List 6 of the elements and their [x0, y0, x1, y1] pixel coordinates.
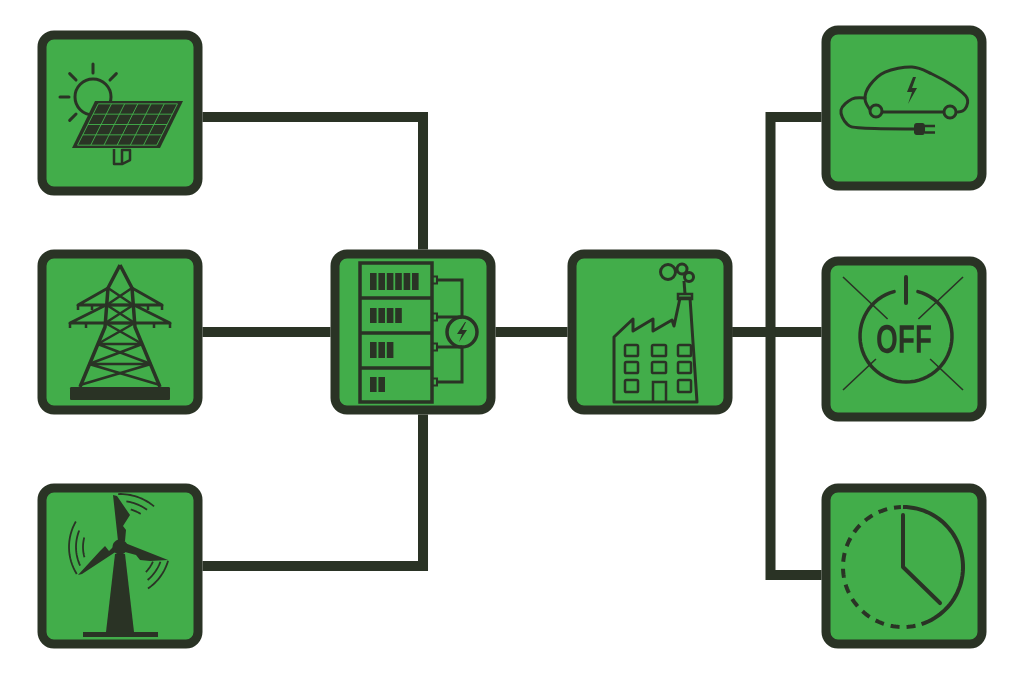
- connector-line: [202, 112, 428, 250]
- connector-line: [202, 327, 331, 337]
- rounded-box: OFF: [821, 256, 987, 422]
- connector-line: [202, 414, 428, 571]
- connector-line: [732, 327, 822, 580]
- connector-line: [495, 327, 568, 337]
